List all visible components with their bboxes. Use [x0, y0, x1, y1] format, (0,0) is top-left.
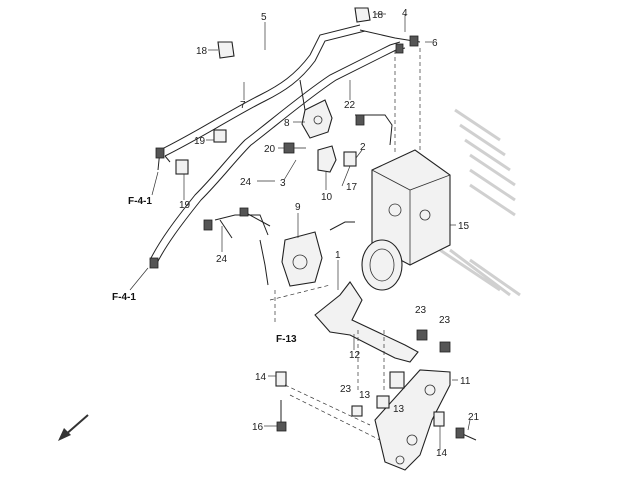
ref-f-13: F-13 [276, 334, 297, 345]
callout-9: 9 [295, 202, 301, 213]
callout-8: 8 [284, 118, 290, 129]
reference-labels: F-4-1 F-4-1 F-13 [112, 171, 297, 345]
callout-23-c: 23 [340, 384, 352, 395]
callout-6: 6 [432, 38, 438, 49]
brake-pipe-group [149, 24, 421, 286]
pipe-joint-fittings [149, 35, 419, 269]
bracket-12 [314, 281, 419, 363]
callout-15: 15 [458, 221, 470, 232]
callout-3: 3 [280, 178, 286, 189]
callout-19-upper: 19 [194, 136, 206, 147]
callout-4: 4 [402, 8, 408, 19]
grommet-17 [343, 151, 357, 167]
ref-f-4-1-lower: F-4-1 [112, 292, 136, 303]
ref-f-4-1-upper: F-4-1 [128, 196, 152, 207]
callout-22: 22 [344, 100, 356, 111]
callout-7: 7 [240, 100, 246, 111]
watermark-stripes [439, 108, 521, 297]
callout-2: 2 [360, 142, 366, 153]
callout-10: 10 [321, 192, 333, 203]
abs-modulator-15 [361, 48, 451, 291]
callout-23-a: 23 [415, 305, 427, 316]
callout-24-upper: 24 [240, 177, 252, 188]
callout-21: 21 [468, 412, 480, 423]
callout-20: 20 [264, 144, 276, 155]
callout-16: 16 [252, 422, 264, 433]
assembly-lines [269, 284, 385, 441]
callout-13-b: 13 [393, 404, 405, 415]
joint-block-8 [301, 99, 333, 139]
callout-23-b: 23 [439, 315, 451, 326]
bolt-24 [219, 207, 271, 239]
bracket-11 [374, 369, 451, 471]
callout-14-right: 14 [436, 448, 448, 459]
callout-17: 17 [346, 182, 358, 193]
callout-14-left: 14 [255, 372, 267, 383]
callout-1: 1 [335, 250, 341, 261]
callout-12: 12 [349, 350, 361, 361]
clip-18-top [217, 7, 371, 59]
callout-labels: 5 18 4 6 18 7 22 8 19 20 2 24 3 10 17 19… [179, 8, 480, 459]
callout-24-lower: 24 [216, 254, 228, 265]
callout-18-top: 18 [372, 10, 384, 21]
front-direction-arrow-icon [58, 414, 89, 441]
callout-19-lower: 19 [179, 200, 191, 211]
bolt-20 [283, 142, 306, 154]
valve-9 [281, 231, 323, 287]
small-parts [275, 329, 477, 441]
callout-5: 5 [261, 12, 267, 23]
callout-13-a: 13 [359, 390, 371, 401]
leader-lines [183, 13, 471, 450]
callout-18-left: 18 [196, 46, 208, 57]
bracket-10 [317, 145, 337, 173]
callout-11: 11 [460, 376, 471, 387]
clip-19 [175, 129, 227, 175]
